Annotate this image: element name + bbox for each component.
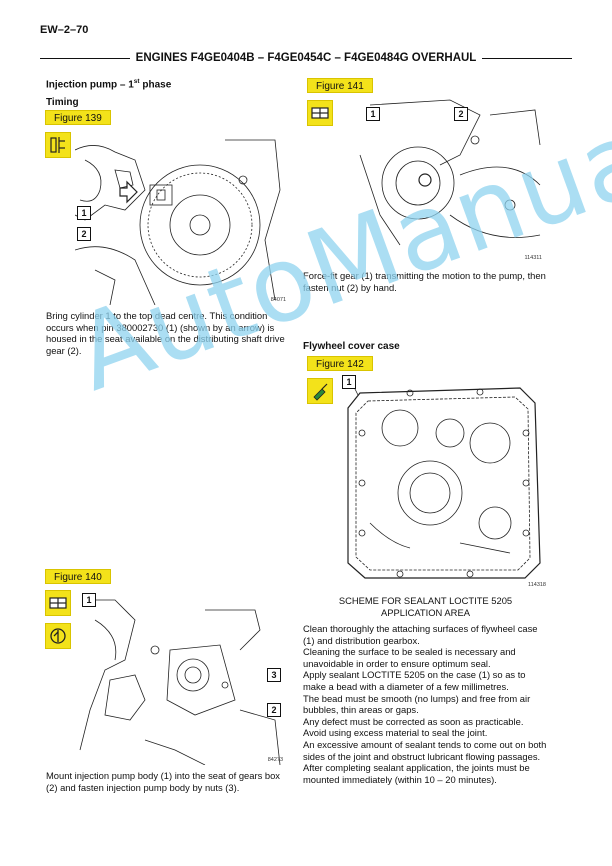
instruction-paragraph: Cleaning the surface to be sealed is nec… xyxy=(303,646,516,669)
section-subtitle-timing: Timing xyxy=(46,97,79,108)
header-rule-left xyxy=(40,57,130,59)
instruction-paragraph: Avoid using excess material to seal the … xyxy=(303,727,488,739)
figure-140-label: Figure 140 xyxy=(45,569,111,584)
figure-140-callout-1: 1 xyxy=(82,593,96,607)
figure-140-drawing: 1 3 2 84273 xyxy=(75,590,287,765)
header-title: ENGINES F4GE0404B – F4GE0454C – F4GE0484… xyxy=(135,52,477,64)
figure-141-drawing: 1 2 114311 xyxy=(340,95,544,263)
instruction-paragraph: Clean thoroughly the attaching surfaces … xyxy=(303,623,538,646)
figure-139-label: Figure 139 xyxy=(45,110,111,125)
torque-wrench-icon xyxy=(45,623,71,649)
figure-139-callout-2: 2 xyxy=(77,227,91,241)
figure-142-callout-1: 1 xyxy=(342,375,356,389)
instruction-paragraph: Apply sealant LOCTITE 5205 on the case (… xyxy=(303,669,526,692)
figure-142-label: Figure 142 xyxy=(307,356,373,371)
figure-139-drawing: 1 2 84071 xyxy=(75,130,290,305)
figure-142-code: 114318 xyxy=(528,582,546,588)
figure-139-text: Bring cylinder 1 to the top dead centre.… xyxy=(46,310,285,356)
timing-tool-icon xyxy=(45,132,71,158)
scheme-instructions: Clean thoroughly the attaching surfaces … xyxy=(303,623,548,785)
scheme-title: SCHEME FOR SEALANT LOCTITE 5205 APPLICAT… xyxy=(338,595,513,618)
instruction-paragraph: The bead must be smooth (no lumps) and f… xyxy=(303,692,531,716)
sealant-icon xyxy=(307,378,333,404)
section-title-flywheel: Flywheel cover case xyxy=(303,341,400,352)
figure-140-callout-3: 3 xyxy=(267,668,281,682)
figure-140-code: 84273 xyxy=(267,757,283,763)
figure-139-code: 84071 xyxy=(270,297,286,303)
figure-141-callout-1: 1 xyxy=(366,107,380,121)
figure-141-text: Force-fit gear (1) transmitting the moti… xyxy=(303,270,546,293)
figure-139-callout-1: 1 xyxy=(77,206,91,220)
figure-140-callout-2: 2 xyxy=(267,703,281,717)
page-header: ENGINES F4GE0404B – F4GE0454C – F4GE0484… xyxy=(40,51,573,65)
figure-142-drawing: 1 114318 xyxy=(340,373,546,590)
instruction-paragraph: An excessive amount of sealant tends to … xyxy=(303,738,547,762)
assembly-icon-141 xyxy=(307,100,333,126)
instruction-paragraph: Any defect must be corrected as soon as … xyxy=(303,715,524,727)
section-title-injection-pump: Injection pump – 1st phase xyxy=(46,78,172,91)
figure-141-code: 114311 xyxy=(524,255,542,261)
assembly-icon xyxy=(45,590,71,616)
figure-141-callout-2: 2 xyxy=(454,107,468,121)
figure-140-text: Mount injection pump body (1) into the s… xyxy=(46,770,280,793)
instruction-paragraph: After completing sealant application, th… xyxy=(303,762,530,785)
page-number: EW–2–70 xyxy=(40,24,89,36)
header-rule-right xyxy=(482,57,573,59)
figure-141-label: Figure 141 xyxy=(307,78,373,93)
